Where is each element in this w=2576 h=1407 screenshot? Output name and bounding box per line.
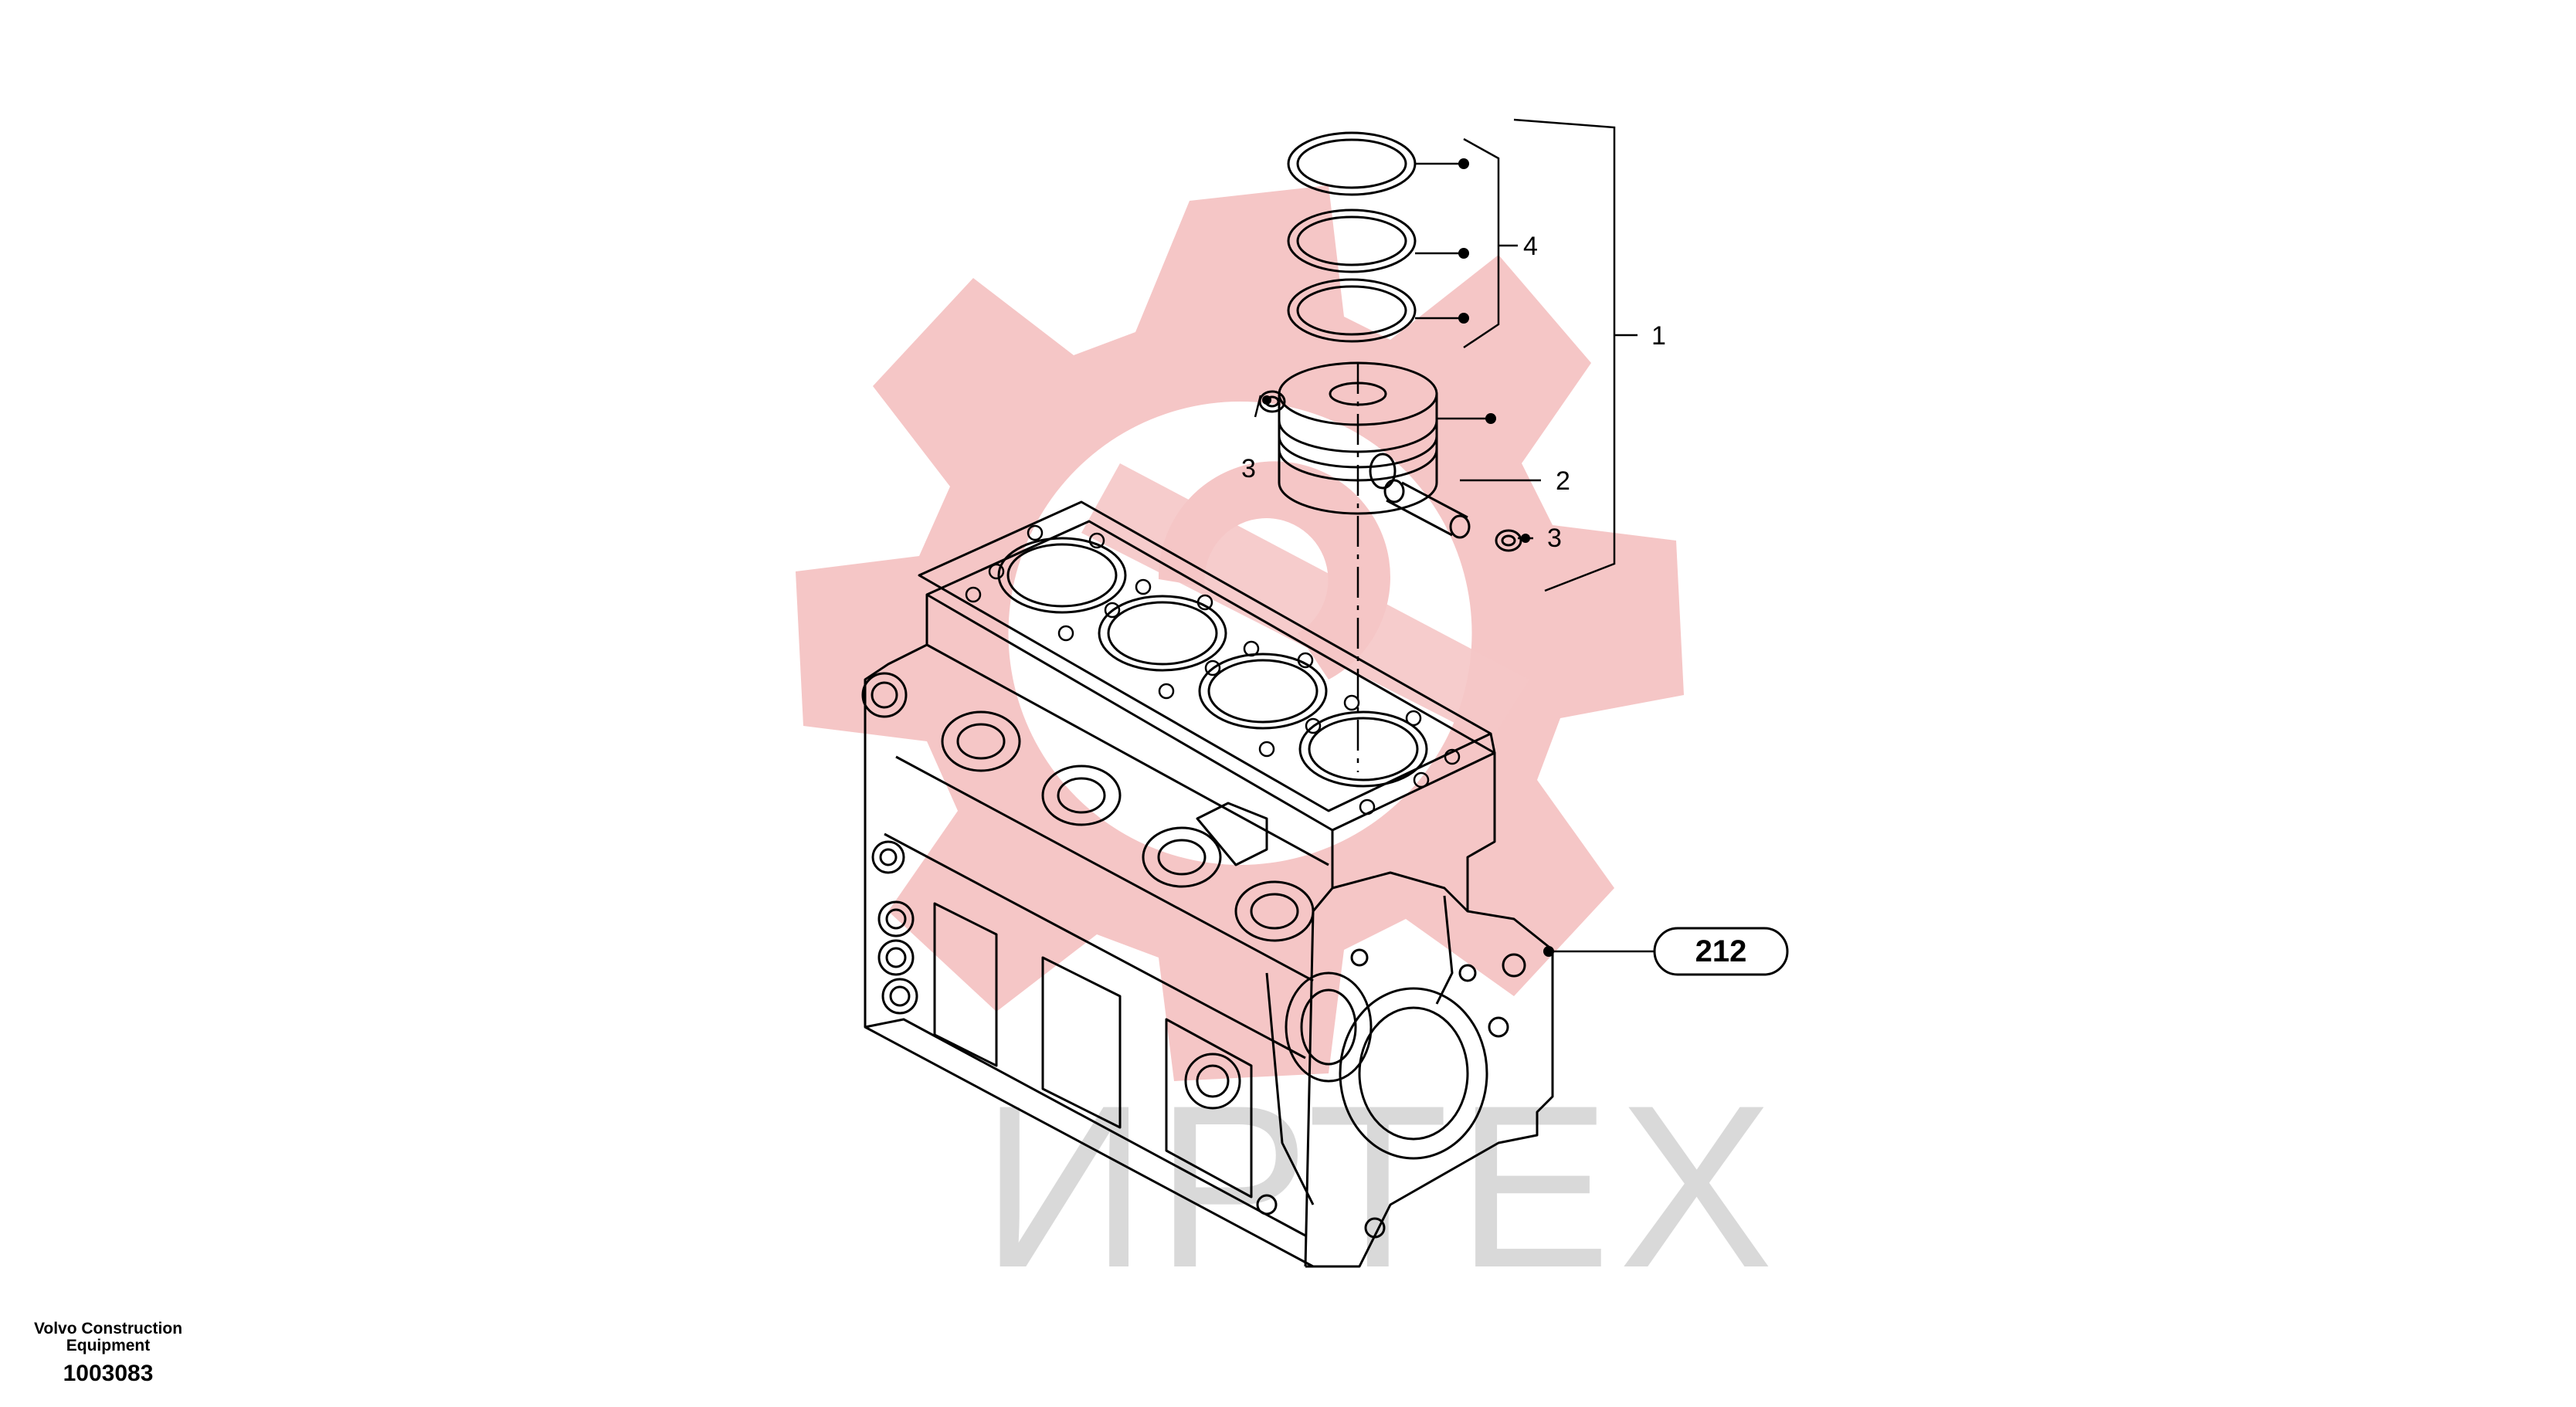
piston-pin [1383,479,1471,539]
callout-3-left: 3 [1241,454,1256,483]
engine-block [861,500,1554,1268]
company-name: Volvo Construction Equipment [33,1320,183,1354]
reference-212-badge[interactable]: 212 [1653,927,1789,976]
callout-2: 2 [1556,466,1570,496]
piston-rings [1287,131,1417,343]
reference-212-label: 212 [1695,934,1747,968]
callout-1: 1 [1651,321,1666,351]
watermark-text: ИРТЕХ [981,1056,1781,1316]
watermark-gear-logo [796,185,1684,1081]
leader-dots [1262,158,1554,957]
circlip-right [1495,529,1522,552]
callout-4: 4 [1523,232,1538,261]
document-number: 1003083 [63,1361,154,1386]
callout-3-right: 3 [1547,524,1562,553]
